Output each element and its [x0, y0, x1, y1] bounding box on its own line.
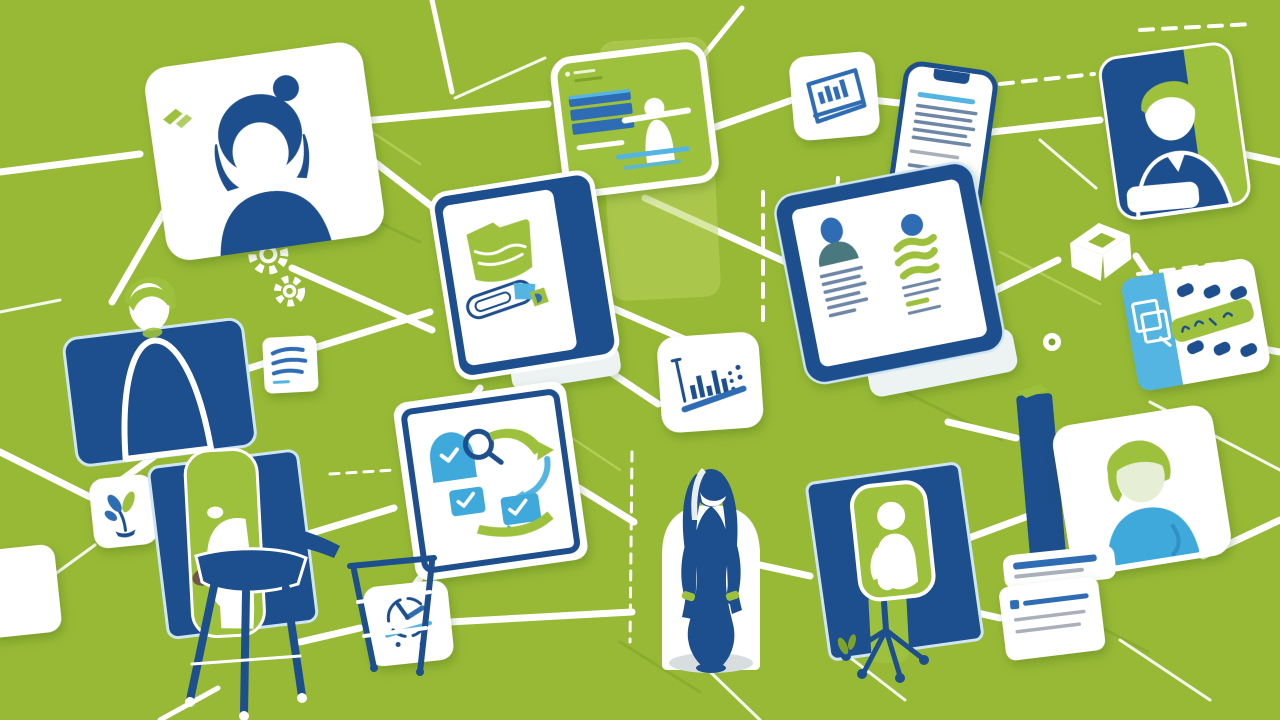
profile-card-top-left — [145, 42, 384, 260]
resume-right — [893, 213, 942, 315]
card-left-edge — [0, 544, 62, 639]
resume-left — [819, 217, 869, 318]
desk-scene-left — [147, 447, 437, 720]
desk-scene-right — [805, 462, 984, 683]
pencil-clip-icon — [466, 279, 549, 320]
chart-card-mid — [657, 332, 764, 433]
clock-card — [363, 580, 454, 667]
bar-chart-icon — [670, 357, 747, 413]
panel-edge — [1016, 393, 1067, 564]
workflow-icons — [429, 428, 554, 537]
blue-keys — [1176, 283, 1258, 357]
office-chair — [185, 547, 308, 720]
seated-person-panel — [849, 480, 936, 602]
browser-card — [550, 42, 719, 198]
phone-notch — [933, 68, 970, 84]
list-bars-icon — [568, 88, 635, 135]
window-icon — [1131, 298, 1172, 347]
monitor-folder — [429, 170, 621, 390]
desk-shape — [1126, 181, 1200, 213]
keypad-card — [1122, 258, 1270, 391]
seedling-icon — [104, 491, 136, 538]
standing-woman — [662, 468, 760, 673]
green-corner-mark — [163, 108, 183, 125]
arm — [252, 522, 340, 558]
woman-silhouette — [681, 468, 742, 673]
green-label-pill — [1170, 298, 1254, 342]
team-panel-left — [62, 277, 257, 467]
chart-card-top — [789, 51, 880, 141]
tablet-resumes — [774, 161, 1018, 397]
profile-card-bottom-right — [1052, 405, 1231, 576]
office-chair — [837, 599, 929, 683]
folder-icon — [466, 219, 533, 282]
panel-edge-notch — [1018, 384, 1048, 398]
cube-icon — [1070, 223, 1132, 282]
webcam-icon — [1043, 333, 1061, 351]
step-stool — [347, 555, 437, 676]
avatar — [1107, 440, 1200, 567]
bar-chart-icon — [806, 68, 867, 124]
person-avatar — [121, 277, 214, 462]
profile-card-top-right — [1098, 42, 1251, 220]
plant-card — [89, 474, 158, 549]
profile-face-panel — [183, 447, 266, 639]
list-card — [999, 576, 1106, 661]
notes-card — [262, 335, 319, 394]
monitor-workflow — [393, 381, 588, 581]
woman-bun-avatar — [214, 75, 332, 256]
